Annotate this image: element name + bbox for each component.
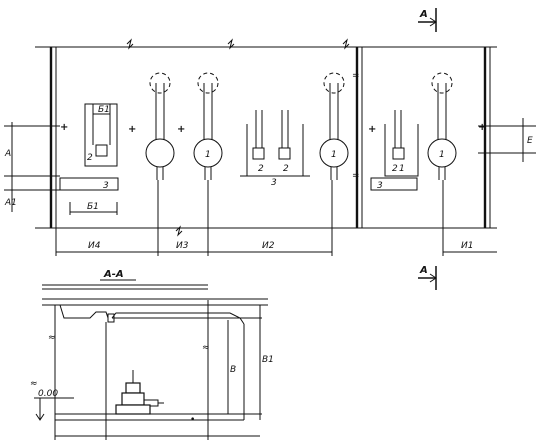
fixture-2: 1: [193, 72, 223, 180]
item-number: 3: [377, 181, 383, 191]
item-number: 2: [87, 153, 93, 163]
section-mark-bottom: A: [418, 265, 437, 290]
item-number: 3: [103, 181, 109, 191]
height-dims: В В1: [227, 304, 274, 420]
svg-text:=: =: [352, 171, 360, 181]
item-number: 2: [392, 164, 398, 174]
right-equipment-group: 2 1 3: [370, 110, 419, 191]
dim-i3: И3: [176, 241, 189, 251]
dim-v1: В1: [262, 355, 274, 365]
item-number: 2: [283, 164, 289, 174]
pump-unit: [115, 370, 164, 415]
fixture-number: 1: [205, 150, 211, 160]
dim-i-group: И4 И3 И2 И1: [55, 180, 497, 256]
dim-v: В: [230, 365, 236, 375]
dim-b1-bottom: Б1: [87, 202, 99, 212]
svg-text:•: •: [190, 415, 195, 425]
elevation-mark: 0.00 ≈: [30, 379, 74, 421]
section-view: A-A ≈ ≈ •: [30, 269, 274, 440]
dim-i2: И2: [262, 241, 275, 251]
fixture-4: 1: [427, 72, 457, 180]
fixture-1: [145, 72, 175, 180]
section-title: A-A: [103, 269, 124, 280]
cross-mark: +: [60, 122, 68, 133]
section-mark-top: A: [418, 8, 437, 32]
svg-text:=: =: [352, 71, 360, 81]
dim-e: Е: [527, 136, 533, 146]
svg-text:≈: ≈: [202, 343, 210, 353]
left-equipment-group: Б1 2 3: [59, 103, 119, 191]
fixture-3: 1: [319, 72, 349, 180]
section-mark-a-bottom: A: [419, 265, 428, 276]
section-mark-a-top: A: [419, 9, 428, 20]
plan-view: = = + + + + + Б1 2 3 2: [4, 8, 536, 290]
fixture-number: 1: [439, 150, 445, 160]
svg-text:≈: ≈: [48, 333, 56, 343]
middle-equipment-group: 2 2 3: [240, 110, 310, 188]
dim-i1: И1: [461, 241, 473, 251]
dim-a1: A1: [4, 198, 17, 208]
item-number: 1: [399, 164, 405, 174]
svg-text:≈: ≈: [30, 379, 38, 389]
cross-mark: +: [128, 124, 136, 135]
dim-b1-top: Б1: [98, 105, 110, 115]
fixture-number: 1: [331, 150, 337, 160]
dim-e-group: Е: [478, 118, 536, 162]
svg-text:+: +: [478, 122, 486, 133]
dim-a-group: A A1 Б1: [4, 122, 118, 215]
dim-i4: И4: [88, 241, 101, 251]
item-number: 3: [271, 178, 277, 188]
item-number: 2: [258, 164, 264, 174]
elevation-zero: 0.00: [38, 389, 58, 399]
cross-mark: +: [177, 124, 185, 135]
dim-a: A: [4, 149, 11, 159]
cross-mark: +: [368, 124, 376, 135]
